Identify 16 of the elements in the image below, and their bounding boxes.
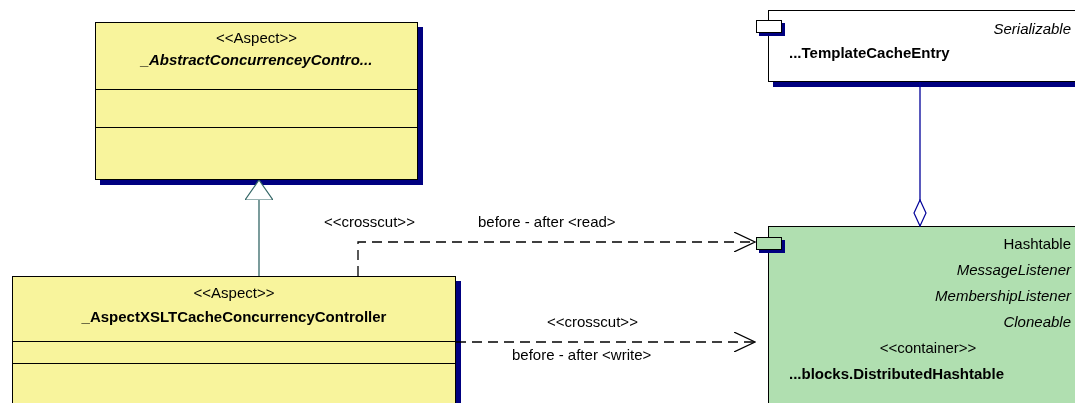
class-text: Hashtable bbox=[1003, 234, 1071, 254]
dependency-arrow bbox=[357, 231, 756, 277]
dependency-arrow bbox=[455, 331, 756, 353]
aggregation-line bbox=[913, 81, 927, 227]
class-text: Cloneable bbox=[1003, 312, 1071, 332]
class-text: <<container>> bbox=[879, 338, 977, 358]
stereotype-text: <<Aspect>> bbox=[193, 283, 275, 303]
class-text: Serializable bbox=[993, 19, 1071, 39]
class-text: MessageListener bbox=[956, 260, 1071, 280]
class-text: _AspectXSLTCacheConcurrencyController bbox=[81, 307, 387, 327]
class-text: ...TemplateCacheEntry bbox=[789, 43, 950, 63]
class-text: MembershipListener bbox=[935, 286, 1071, 306]
stereotype-text: <<Aspect>> bbox=[216, 28, 297, 48]
class-text: _AbstractConcurrenceyContro... bbox=[140, 50, 373, 70]
generalization-arrow bbox=[244, 179, 274, 277]
class-text: ...blocks.DistributedHashtable bbox=[789, 364, 1005, 384]
